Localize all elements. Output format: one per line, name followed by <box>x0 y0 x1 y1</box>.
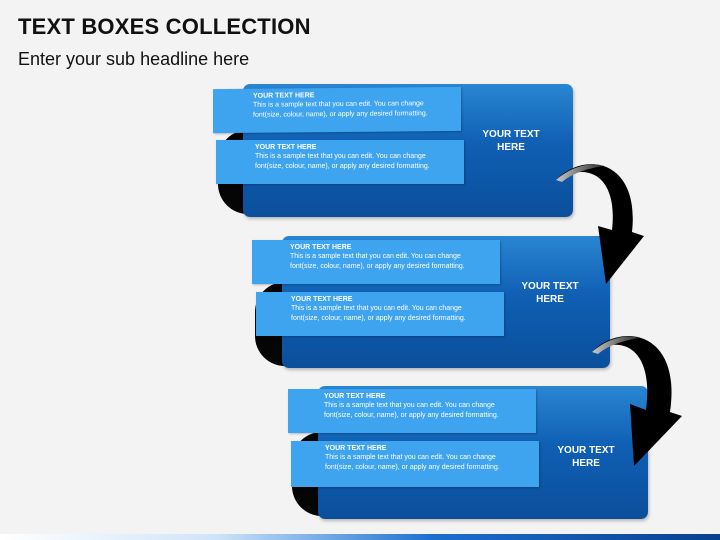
ribbon-title[interactable]: YOUR TEXT HERE <box>255 144 317 151</box>
arrow-1-tail <box>556 164 604 182</box>
ribbon-title[interactable]: YOUR TEXT HERE <box>290 244 352 251</box>
text-ribbon[interactable]: YOUR TEXT HERE This is a sample text tha… <box>288 389 536 433</box>
ribbon-title[interactable]: YOUR TEXT HERE <box>325 445 387 452</box>
page-title: TEXT BOXES COLLECTION <box>18 14 311 39</box>
curved-arrow-icon <box>592 335 682 466</box>
curved-arrow-icon <box>556 164 644 284</box>
panel-label[interactable]: YOUR TEXT HERE <box>557 445 615 469</box>
arrow-2-shape <box>592 335 682 466</box>
text-ribbon[interactable]: YOUR TEXT HERE This is a sample text tha… <box>291 441 539 487</box>
page-subtitle: Enter your sub headline here <box>18 49 250 69</box>
panel-label[interactable]: YOUR TEXT HERE <box>482 129 540 153</box>
panel-label[interactable]: YOUR TEXT HERE <box>521 281 579 305</box>
ribbon-title[interactable]: YOUR TEXT HERE <box>291 296 353 303</box>
arrow-1-shape <box>556 164 644 284</box>
footer-bar <box>0 534 720 540</box>
text-ribbon[interactable]: YOUR TEXT HERE This is a sample text tha… <box>216 140 464 184</box>
ribbon-title[interactable]: YOUR TEXT HERE <box>324 393 386 400</box>
ribbon-body[interactable]: This is a sample text that you can edit.… <box>324 402 499 419</box>
ribbon-body[interactable]: This is a sample text that you can edit.… <box>325 454 500 471</box>
text-ribbon[interactable]: YOUR TEXT HERE This is a sample text tha… <box>256 292 504 336</box>
arrow-2-tail <box>592 336 640 354</box>
ribbon-body[interactable]: This is a sample text that you can edit.… <box>291 305 466 322</box>
text-ribbon[interactable]: YOUR TEXT HERE This is a sample text tha… <box>252 240 500 284</box>
ribbon-body[interactable]: This is a sample text that you can edit.… <box>290 253 465 270</box>
ribbon-body[interactable]: This is a sample text that you can edit.… <box>255 153 430 170</box>
